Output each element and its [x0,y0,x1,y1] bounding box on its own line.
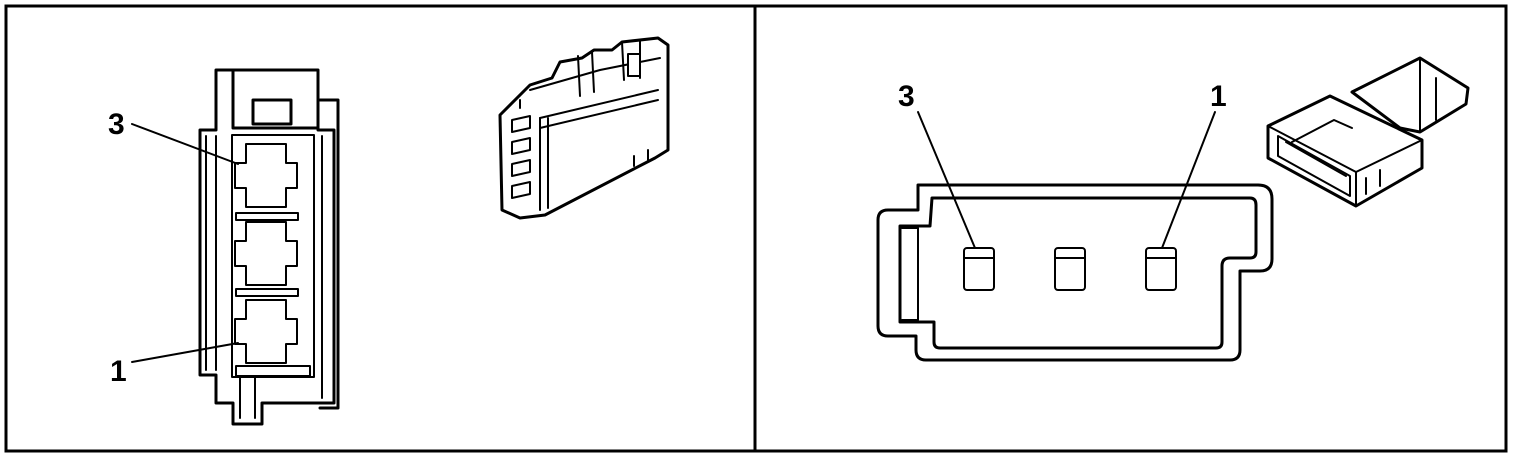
left-callout-3-leader [131,123,239,165]
left-panel: 3 1 [108,36,670,426]
left-callout-1-leader [131,342,239,363]
right-callout-3-label: 3 [898,80,915,113]
terminal-1 [1145,247,1177,291]
left-callout-1-label: 1 [110,355,127,388]
left-connector-front-view [198,68,340,426]
terminal-3 [963,247,995,291]
right-connector-face-view [876,183,1274,362]
right-callout-1-label: 1 [1210,80,1227,113]
terminal-2 [1054,247,1086,291]
left-callout-3-label: 3 [108,108,125,141]
right-panel: 3 1 [876,56,1470,362]
right-callout-1-leader [1161,111,1216,249]
left-connector-iso-view [498,36,670,220]
right-callout-3-leader [917,111,976,249]
right-connector-iso-view [1266,56,1470,208]
